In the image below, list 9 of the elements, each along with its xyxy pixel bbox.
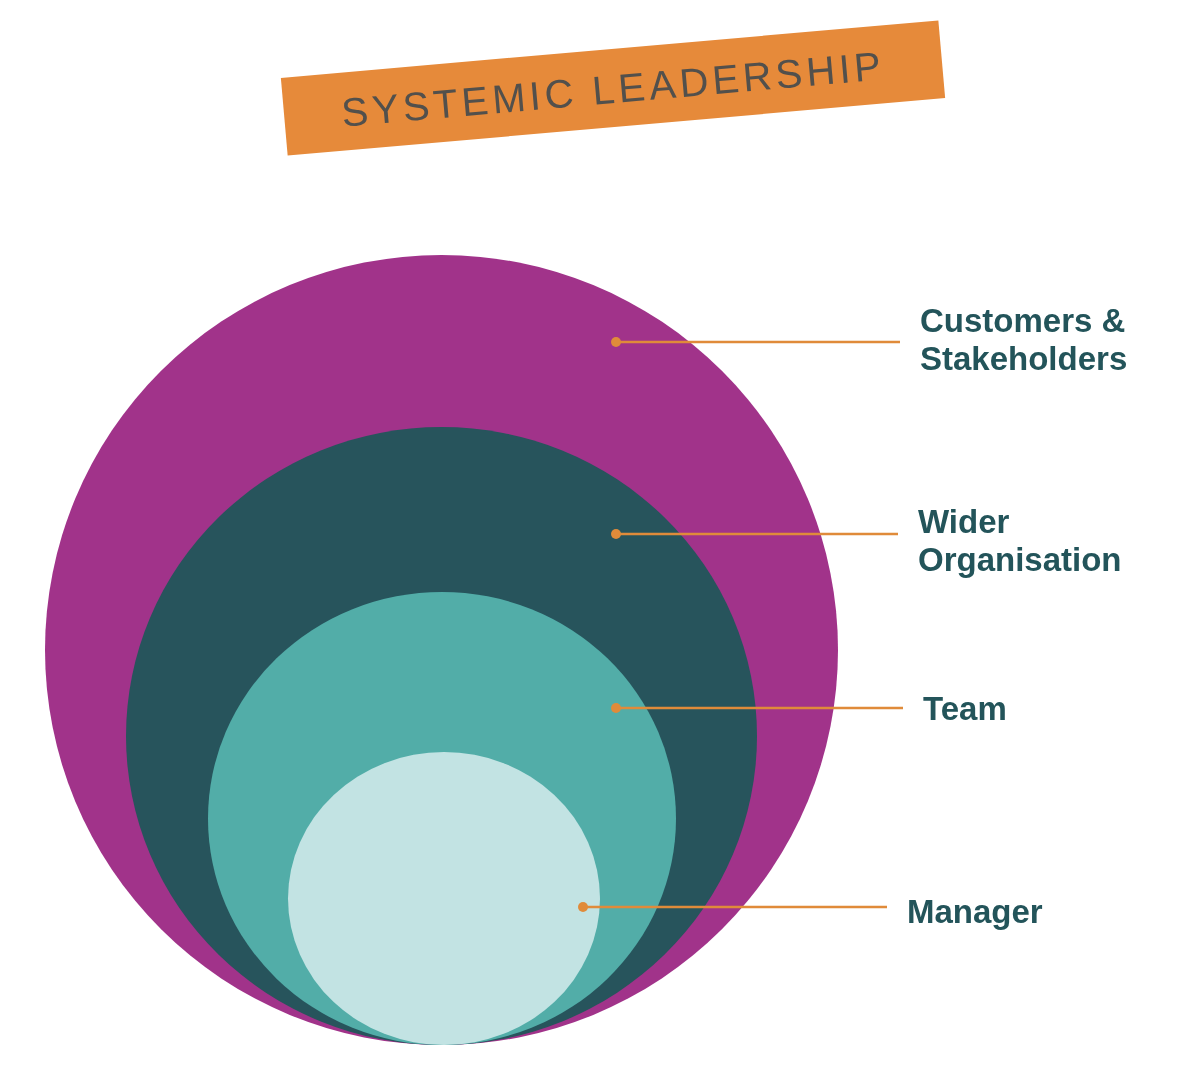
circle-label: Manager — [907, 893, 1043, 931]
leader-line — [611, 529, 898, 539]
leader-line — [611, 703, 903, 713]
title-banner: SYSTEMIC LEADERSHIP — [280, 20, 946, 156]
circle-label: Customers & Stakeholders — [920, 302, 1170, 378]
leader-line — [611, 337, 900, 347]
circle-label: Wider Organisation — [918, 503, 1168, 579]
circle-label: Team — [923, 690, 1007, 728]
leader-line — [578, 902, 887, 912]
